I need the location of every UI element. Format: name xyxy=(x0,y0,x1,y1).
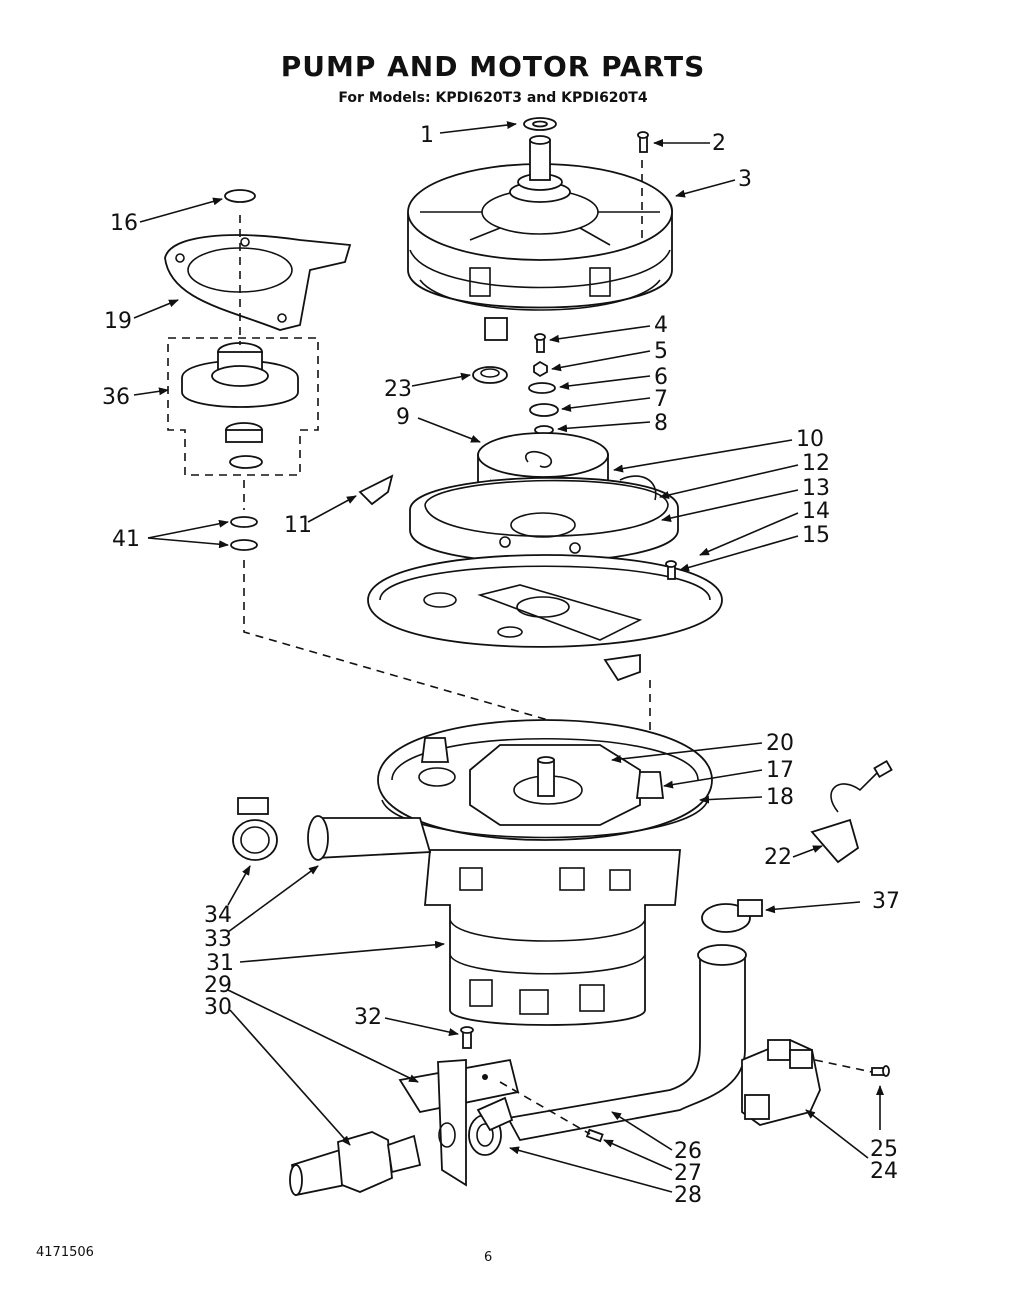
part-41-ring-upper xyxy=(230,516,258,528)
label-part-6: 6 xyxy=(654,365,668,390)
part-3-end-bell-drawing xyxy=(407,135,673,341)
part-32-screw xyxy=(460,1026,474,1049)
part-6-washer xyxy=(528,382,556,394)
assembly-line xyxy=(499,1081,591,1135)
part-22-sensor xyxy=(810,759,893,864)
part-11-bracket xyxy=(358,474,394,506)
label-part-25: 25 xyxy=(870,1137,898,1162)
label-part-22: 22 xyxy=(764,845,792,870)
part-23-seal xyxy=(472,366,508,384)
part-24-switch xyxy=(741,1039,873,1126)
label-part-31: 31 xyxy=(206,951,234,976)
label-part-4: 4 xyxy=(654,313,668,338)
part-27-screw xyxy=(585,1128,604,1143)
part-14-separator-plate xyxy=(367,554,723,682)
label-part-17: 17 xyxy=(766,758,794,783)
label-part-7: 7 xyxy=(654,387,668,412)
label-part-24: 24 xyxy=(870,1159,898,1184)
part-37-clamp xyxy=(701,899,763,933)
part-29-bracket xyxy=(398,1058,520,1187)
label-part-18: 18 xyxy=(766,785,794,810)
label-part-8: 8 xyxy=(654,411,668,436)
part-5-nut xyxy=(533,360,548,378)
label-part-27: 27 xyxy=(674,1161,702,1186)
label-part-11: 11 xyxy=(284,513,312,538)
label-part-15: 15 xyxy=(802,523,830,548)
part-16-o-ring xyxy=(224,189,256,203)
label-part-3: 3 xyxy=(738,167,752,192)
label-part-23: 23 xyxy=(384,377,412,402)
part-4-screw xyxy=(534,333,546,353)
part-number-labels: 1 2 3 4 5 6 7 8 9 10 12 13 14 15 11 16 1… xyxy=(102,123,900,1208)
page-number: 6 xyxy=(484,1250,493,1265)
document-number: 4171506 xyxy=(36,1245,94,1260)
part-30-connector xyxy=(289,1131,422,1197)
part-15-screw xyxy=(665,560,677,580)
part-18-base-assembly xyxy=(377,719,713,841)
label-part-16: 16 xyxy=(110,211,138,236)
page-subtitle: For Models: KPDI620T3 and KPDI620T4 xyxy=(338,90,648,106)
part-19-gasket xyxy=(164,234,352,331)
label-part-5: 5 xyxy=(654,339,668,364)
label-part-10: 10 xyxy=(796,427,824,452)
part-28-fitting xyxy=(468,1096,514,1156)
part-7-spacer xyxy=(529,403,559,417)
part-12-pump-housing xyxy=(409,475,679,563)
part-33-inlet-hose xyxy=(315,817,432,859)
label-part-29: 29 xyxy=(204,973,232,998)
label-part-9: 9 xyxy=(396,405,410,430)
label-part-1: 1 xyxy=(420,123,434,148)
label-part-33: 33 xyxy=(204,927,232,952)
label-part-13: 13 xyxy=(802,476,830,501)
label-part-32: 32 xyxy=(354,1005,382,1030)
label-part-14: 14 xyxy=(802,499,830,524)
label-part-41: 41 xyxy=(112,527,140,552)
label-part-36: 36 xyxy=(102,385,130,410)
leader-lines xyxy=(133,121,884,1193)
label-part-34: 34 xyxy=(204,903,232,928)
part-31-motor-drawing xyxy=(424,849,681,1026)
part-2-screw xyxy=(637,131,649,153)
label-part-28: 28 xyxy=(674,1183,702,1208)
label-part-12: 12 xyxy=(802,451,830,476)
part-26-drain-hose xyxy=(506,954,746,1142)
page-title: PUMP AND MOTOR PARTS xyxy=(280,50,706,83)
part-34-hose-clamp xyxy=(232,797,278,861)
label-part-30: 30 xyxy=(204,995,232,1020)
part-36-assembly-box xyxy=(167,337,319,476)
part-41-ring-lower xyxy=(230,539,258,551)
label-part-19: 19 xyxy=(104,309,132,334)
part-25-screw xyxy=(871,1065,890,1077)
label-part-26: 26 xyxy=(674,1139,702,1164)
label-part-20: 20 xyxy=(766,731,794,756)
label-part-2: 2 xyxy=(712,131,726,156)
label-part-37: 37 xyxy=(872,889,900,914)
